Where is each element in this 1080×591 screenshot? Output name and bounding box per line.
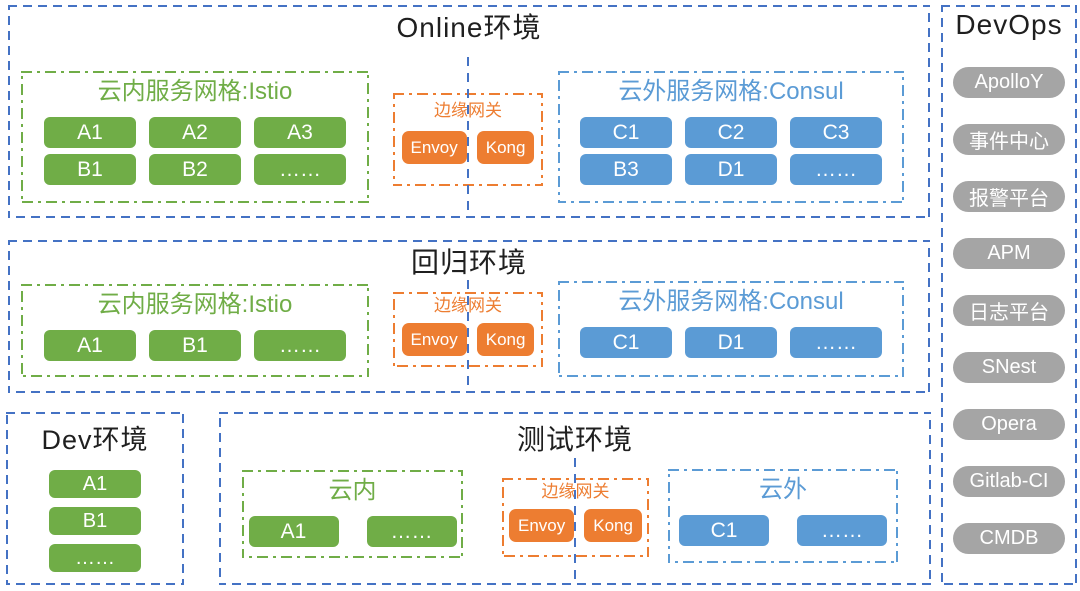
consul-mesh-title: 云外服务网格:Consul [618, 288, 844, 315]
service-node-c3: C3 [790, 117, 882, 148]
regression-environment-title: 回归环境 [410, 247, 527, 278]
service-node-rows: A1 A2 A3 B1 B2 …… [44, 117, 346, 185]
service-node-a1: A1 [248, 516, 339, 547]
service-node-rows: C1 D1 …… [580, 327, 882, 358]
service-node-b2: B2 [149, 154, 241, 185]
service-node-more: …… [366, 516, 457, 547]
dev-environment-title: Dev环境 [41, 425, 149, 455]
istio-mesh-title: 云内服务网格:Istio [97, 291, 293, 318]
kong-node: Kong [476, 323, 535, 356]
service-node-more: …… [797, 515, 887, 546]
service-node-b1: B1 [44, 154, 136, 185]
service-node-rows: C1 C2 C3 B3 D1 …… [580, 117, 882, 185]
service-node-more: …… [254, 154, 346, 185]
test-environment-title: 测试环境 [516, 424, 633, 455]
envoy-node: Envoy [401, 131, 467, 164]
service-node-a2: A2 [149, 117, 241, 148]
service-node-b3: B3 [580, 154, 672, 185]
devops-item-alert: 报警平台 [953, 181, 1065, 212]
service-node-d1: D1 [685, 327, 777, 358]
online-environment-section: Online环境 云内服务网格:Istio A1 A2 A3 B1 B2 …… … [8, 5, 930, 218]
test-cloud-inner-box: 云内 A1 …… [242, 470, 463, 558]
devops-item-gitlab-ci: Gitlab-CI [953, 466, 1065, 497]
online-environment-title: Online环境 [396, 12, 542, 43]
devops-item-apollo: ApolloY [953, 67, 1065, 98]
service-node-more: …… [790, 327, 882, 358]
service-node-b1: B1 [149, 330, 241, 361]
regression-consul-mesh-box: 云外服务网格:Consul C1 D1 …… [558, 281, 904, 377]
regression-environment-section: 回归环境 云内服务网格:Istio A1 B1 …… 边缘网关 Envoy Ko… [8, 240, 930, 393]
devops-item-event-center: 事件中心 [953, 124, 1065, 155]
service-node-b1: B1 [49, 507, 141, 535]
service-node-c1: C1 [580, 117, 672, 148]
test-environment-section: 测试环境 云内 A1 …… 边缘网关 Envoy Kong 云外 [219, 412, 931, 585]
kong-node: Kong [476, 131, 535, 164]
kong-node: Kong [584, 509, 642, 542]
service-node-d1: D1 [685, 154, 777, 185]
service-node-a1: A1 [44, 330, 136, 361]
regression-istio-mesh-box: 云内服务网格:Istio A1 B1 …… [21, 284, 369, 377]
online-istio-mesh-box: 云内服务网格:Istio A1 A2 A3 B1 B2 …… [21, 71, 369, 203]
service-node-c1: C1 [580, 327, 672, 358]
cloud-outer-title: 云外 [759, 476, 807, 503]
dev-environment-section: Dev环境 A1 B1 …… [6, 412, 184, 585]
service-node-more: …… [254, 330, 346, 361]
envoy-node: Envoy [509, 509, 575, 542]
traffic-divider-line [467, 280, 469, 391]
service-node-rows: C1 …… [679, 515, 887, 546]
consul-mesh-title: 云外服务网格:Consul [618, 78, 844, 105]
service-node-more: …… [790, 154, 882, 185]
devops-title: DevOps [955, 9, 1063, 40]
devops-item-log: 日志平台 [953, 295, 1065, 326]
service-node-a1: A1 [49, 470, 141, 498]
traffic-divider-line [574, 458, 576, 580]
online-edge-gateway-box: 边缘网关 Envoy Kong [393, 93, 543, 186]
online-consul-mesh-box: 云外服务网格:Consul C1 C2 C3 B3 D1 …… [558, 71, 904, 203]
devops-item-opera: Opera [953, 409, 1065, 440]
dev-service-nodes: A1 B1 …… [6, 470, 184, 572]
devops-item-snest: SNest [953, 352, 1065, 383]
service-node-rows: A1 …… [248, 516, 457, 547]
service-node-c2: C2 [685, 117, 777, 148]
service-node-rows: A1 B1 …… [44, 330, 346, 361]
istio-mesh-title: 云内服务网格:Istio [97, 78, 293, 105]
service-node-a3: A3 [254, 117, 346, 148]
devops-item-apm: APM [953, 238, 1065, 269]
test-edge-gateway-box: 边缘网关 Envoy Kong [502, 478, 649, 557]
devops-tool-list: ApolloY 事件中心 报警平台 APM 日志平台 SNest Opera G… [941, 67, 1077, 554]
cloud-inner-title: 云内 [328, 477, 377, 504]
service-node-a1: A1 [44, 117, 136, 148]
service-node-more: …… [49, 544, 141, 572]
devops-item-cmdb: CMDB [953, 523, 1065, 554]
service-node-c1: C1 [679, 515, 769, 546]
envoy-node: Envoy [401, 323, 467, 356]
devops-sidebar: DevOps ApolloY 事件中心 报警平台 APM 日志平台 SNest … [941, 5, 1077, 585]
test-cloud-outer-box: 云外 C1 …… [668, 469, 898, 563]
traffic-divider-line [467, 57, 469, 216]
